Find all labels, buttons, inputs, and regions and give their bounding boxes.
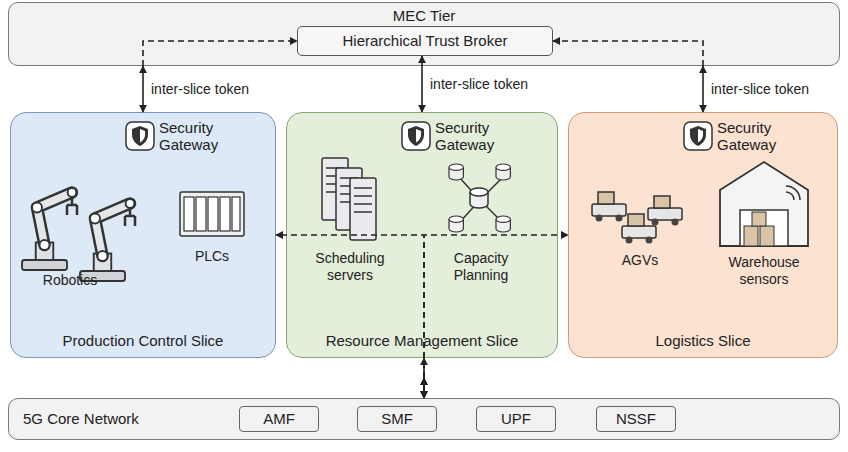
slice-panel: Production Control Slice Security Gateway: [10, 112, 276, 358]
security-gateway: Security Gateway: [681, 118, 793, 154]
node-text: Security Gateway: [717, 119, 793, 153]
node-text: UPF: [501, 410, 531, 428]
node-text: Logistics Slice: [569, 332, 837, 350]
security-gateway: Security Gateway: [399, 118, 511, 154]
node-text: Security Gateway: [159, 119, 235, 153]
edge-label: inter-slice token: [149, 81, 251, 98]
icon-label: PLCs: [172, 248, 252, 265]
broker-box: Hierarchical Trust Broker: [297, 26, 553, 56]
node-text: Hierarchical Trust Broker: [342, 32, 507, 50]
connector-line: [423, 358, 425, 398]
edge-label: inter-slice token: [428, 76, 530, 93]
connector-line: [423, 378, 425, 398]
shield-icon: [683, 121, 713, 151]
node-text: AMF: [263, 410, 295, 428]
node-text: MEC Tier: [9, 7, 839, 25]
icon-label: Robotics: [20, 272, 120, 289]
shield-icon: [125, 121, 155, 151]
tier-band: MEC TierHierarchical Trust Broker: [8, 2, 840, 66]
connector-line: [702, 66, 704, 112]
node-text: NSSF: [616, 410, 656, 428]
connector-line: [423, 378, 425, 398]
node-text: 5G Core Network: [23, 410, 139, 428]
core-band: 5G Core Network AMF SMF UPF NSSF: [8, 398, 840, 440]
node-text: Production Control Slice: [11, 332, 275, 350]
security-gateway: Security Gateway: [123, 118, 235, 154]
icon-label: AGVs: [595, 252, 685, 269]
slice-panel: Resource Management Slice Security Gatewa…: [286, 112, 558, 358]
icon-label: Capacity Planning: [436, 250, 526, 284]
nf-box: UPF: [476, 406, 556, 432]
edge-label: inter-slice token: [709, 81, 811, 98]
node-text: Security Gateway: [435, 119, 511, 153]
node-text: SMF: [381, 410, 413, 428]
nf-box: NSSF: [596, 406, 676, 432]
nf-box: AMF: [239, 406, 319, 432]
node-text: Resource Management Slice: [287, 332, 557, 350]
icon-label: Warehouse sensors: [719, 254, 809, 288]
shield-icon: [401, 121, 431, 151]
icon-label: Scheduling servers: [305, 250, 395, 284]
slice-panel: Logistics Slice Security Gateway: [568, 112, 838, 358]
connector-line: [142, 66, 144, 112]
nf-box: SMF: [357, 406, 437, 432]
connector: [424, 358, 425, 398]
